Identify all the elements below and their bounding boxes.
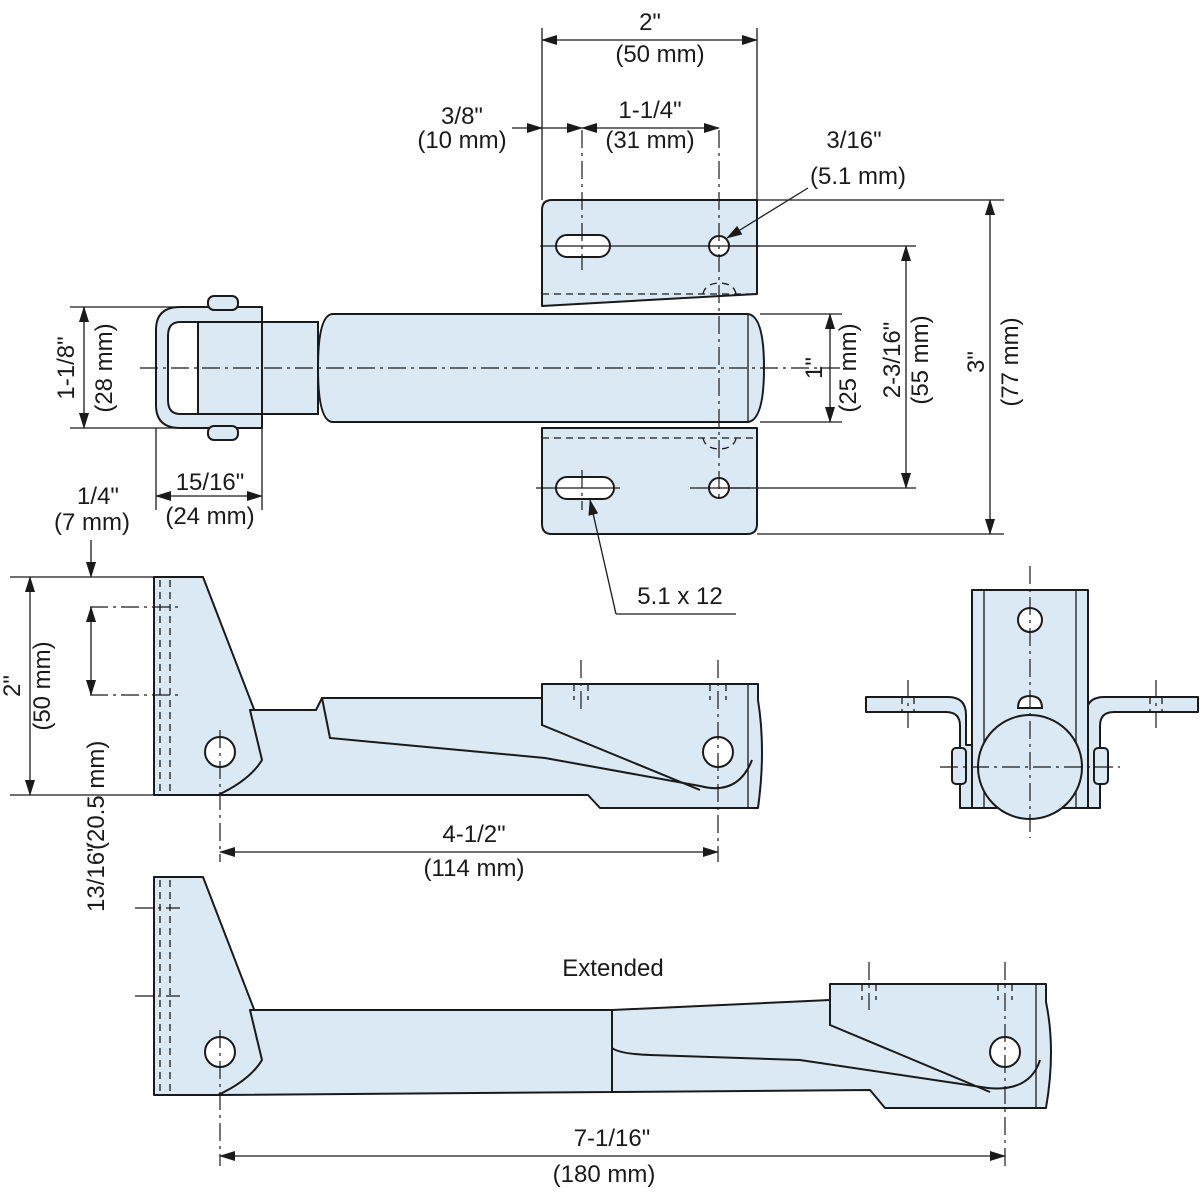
label-side-hole-in: 13/16" bbox=[83, 843, 110, 912]
label-top-gap-mm: (7 mm) bbox=[54, 509, 130, 536]
plan-view bbox=[140, 130, 840, 535]
label-loop-w-in: 15/16" bbox=[176, 469, 245, 496]
dimension-lines bbox=[10, 28, 1006, 1161]
label-overall-h-mm: (77 mm) bbox=[997, 317, 1024, 406]
side-view-closed bbox=[90, 576, 763, 862]
label-body-h-in: 1" bbox=[801, 357, 828, 379]
label-pitch-mm: (31 mm) bbox=[605, 127, 694, 154]
label-loop-h-in: 1-1/8" bbox=[53, 336, 80, 399]
extended-inner-arm bbox=[611, 983, 1052, 1109]
label-hole-span-mm: (55 mm) bbox=[907, 315, 934, 404]
label-loop-w-mm: (24 mm) bbox=[165, 503, 254, 530]
label-extended-title: Extended bbox=[562, 955, 663, 982]
label-offset-mm: (10 mm) bbox=[417, 127, 506, 154]
extended-outer-tube bbox=[217, 1009, 613, 1096]
label-closed-len-mm: (114 mm) bbox=[424, 855, 525, 882]
label-body-h-mm: (25 mm) bbox=[835, 323, 862, 412]
label-top-gap-in: 1/4" bbox=[77, 483, 119, 510]
label-top-width-in: 2" bbox=[639, 9, 661, 36]
side-view-extended bbox=[135, 876, 1052, 1166]
latch-body bbox=[317, 313, 765, 423]
label-side-h-mm: (50 mm) bbox=[29, 641, 56, 730]
closed-arm bbox=[217, 683, 763, 809]
label-loop-h-mm: (28 mm) bbox=[91, 323, 118, 412]
label-hole-span-in: 2-3/16" bbox=[879, 322, 906, 399]
label-offset-in: 3/8" bbox=[441, 103, 483, 130]
label-side-hole-mm: (20.5 mm) bbox=[83, 741, 110, 850]
label-hole-dia-mm: (5.1 mm) bbox=[810, 163, 906, 190]
label-ext-len-mm: (180 mm) bbox=[553, 1161, 656, 1188]
label-hole-dia-in: 3/16" bbox=[826, 127, 881, 154]
label-slot-size: 5.1 x 12 bbox=[637, 583, 722, 610]
label-side-h-in: 2" bbox=[0, 675, 26, 697]
label-pitch-in: 1-1/4" bbox=[618, 97, 681, 124]
label-closed-len-in: 4-1/2" bbox=[442, 821, 505, 848]
label-top-width-mm: (50 mm) bbox=[615, 41, 704, 68]
dimension-labels: 2" (50 mm) 3/8" (10 mm) 1-1/4" (31 mm) 3… bbox=[0, 9, 1024, 1188]
label-ext-len-in: 7-1/16" bbox=[574, 1125, 651, 1152]
upper-bracket-plate bbox=[541, 199, 758, 307]
label-overall-h-in: 3" bbox=[963, 351, 990, 373]
end-view bbox=[865, 566, 1199, 838]
